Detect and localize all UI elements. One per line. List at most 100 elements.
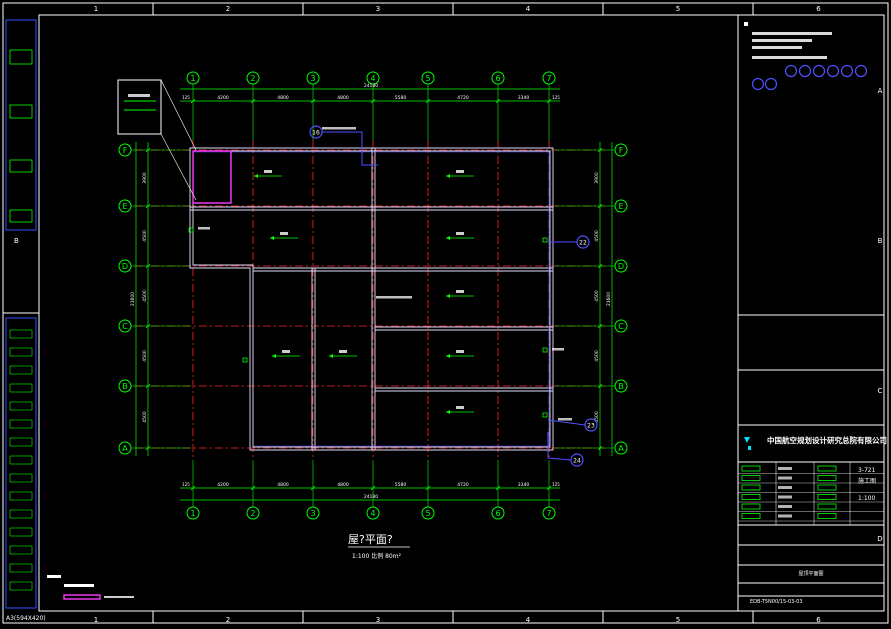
dimension-label: 4800 <box>337 482 349 488</box>
note-reference-icon <box>784 64 798 78</box>
highlighted-room-outline <box>192 150 232 204</box>
top-zone-label: 6 <box>816 5 821 13</box>
dimension-label: 4500 <box>594 230 600 242</box>
dimension-total: 24180 <box>364 83 378 89</box>
project-number: 3-721 <box>858 467 876 474</box>
dimension-label: 4500 <box>142 290 148 302</box>
dimension-label: 5580 <box>395 482 407 488</box>
dimension-label: 3340 <box>518 95 530 101</box>
dimension-label: 3900 <box>594 172 600 184</box>
grid-label-x: 1 <box>190 74 195 83</box>
top-zone-label: 3 <box>376 5 380 13</box>
top-zone-label: 2 <box>226 5 230 13</box>
roof-drain-icon <box>542 412 548 418</box>
company-logo-icon <box>744 437 751 450</box>
grid-label-y: B <box>618 382 624 391</box>
dimension-label: 4500 <box>594 290 600 302</box>
plan-title: 屋?平面? <box>348 533 393 546</box>
slope-arrow-icon <box>270 236 274 240</box>
grid-label-x: 3 <box>310 509 315 518</box>
grid-label-y: A <box>122 444 128 453</box>
drawing-number: EDB-T5N00/15-03-03 <box>750 599 803 605</box>
left-zone-label: B <box>14 237 19 245</box>
callout-number: 23 <box>587 423 595 430</box>
note-reference-icon <box>812 64 826 78</box>
bottom-zone-label: 4 <box>526 616 531 624</box>
grid-label-y: B <box>122 382 128 391</box>
inner-frame <box>38 14 885 612</box>
dimension-label: 4200 <box>217 482 229 488</box>
roof-drain-icon <box>542 237 548 243</box>
dimension-label: 4720 <box>457 95 469 101</box>
note-reference-icon <box>751 77 765 91</box>
grid-label-x: 2 <box>250 74 255 83</box>
slope-arrow-icon <box>254 174 258 178</box>
top-zone-label: 5 <box>676 5 680 13</box>
dimension-label: 3340 <box>518 482 530 488</box>
right-zone-label: D <box>877 535 882 543</box>
slope-arrow-icon <box>446 236 450 240</box>
dimension-label: 3900 <box>142 172 148 184</box>
note-reference-icon <box>764 77 778 91</box>
roof-outline <box>189 147 554 451</box>
dimension-label: 125 <box>182 482 190 487</box>
drawing-scale: 1:100 <box>858 495 875 502</box>
grid-label-y: F <box>619 146 624 155</box>
dimension-label: 125 <box>182 95 190 100</box>
dimension-label: 125 <box>552 95 560 100</box>
top-zone-label: 4 <box>526 5 531 13</box>
bottom-zone-label: 5 <box>676 616 680 624</box>
grid-label-x: 4 <box>370 509 375 518</box>
bottom-zone-label: 1 <box>94 616 98 624</box>
plan-subtitle: 1:100 比例 80m² <box>352 552 402 560</box>
grid-label-x: 4 <box>370 74 375 83</box>
sheet-size-label: A3(594X420) <box>6 615 46 622</box>
grid-label-y: D <box>122 262 128 271</box>
grid-label-x: 5 <box>425 509 430 518</box>
grid-label-x: 2 <box>250 509 255 518</box>
callout-number: 24 <box>573 458 581 465</box>
roof-drain-icon <box>242 357 248 363</box>
grid-label-y: C <box>618 322 624 331</box>
dimension-label: 4500 <box>594 350 600 362</box>
grid-label-x: 3 <box>310 74 315 83</box>
dimension-label: 4500 <box>142 350 148 362</box>
dimension-total: 21600 <box>606 292 612 306</box>
slope-arrow-icon <box>329 354 333 358</box>
legend <box>47 575 134 600</box>
dimension-total: 24180 <box>364 494 378 500</box>
left-binding-strip: B <box>3 15 40 611</box>
dimension-label: 4500 <box>142 411 148 423</box>
top-zone-label: 1 <box>94 5 98 13</box>
right-zone-label: C <box>878 387 883 395</box>
right-zone-label: A <box>878 87 883 95</box>
legend-highlight-swatch <box>63 594 101 600</box>
dimension-label: 4800 <box>277 95 289 101</box>
note-reference-icon <box>798 64 812 78</box>
slope-arrow-icon <box>446 174 450 178</box>
drawing-name: 屋顶平面图 <box>798 571 823 577</box>
slope-arrow-icon <box>446 294 450 298</box>
dimension-label: 125 <box>552 482 560 487</box>
note-reference-icon <box>840 64 854 78</box>
grid-label-y: C <box>122 322 128 331</box>
dimension-label: 4800 <box>277 482 289 488</box>
grid-label-y: E <box>618 202 623 211</box>
bottom-zone-label: 3 <box>376 616 380 624</box>
dimension-label: 4500 <box>594 411 600 423</box>
grid-label-y: E <box>122 202 127 211</box>
company-name: 中国航空规划设计研究总院有限公司 <box>767 435 887 445</box>
right-zone-label: B <box>878 237 883 245</box>
roof-drain-icon <box>542 347 548 353</box>
dimension-total: 21600 <box>130 292 136 306</box>
grid-label-x: 7 <box>546 509 551 518</box>
grid-label-x: 6 <box>495 74 500 83</box>
grid-label-y: D <box>618 262 624 271</box>
detail-inset <box>117 79 197 201</box>
notes-area <box>744 22 868 91</box>
title-block: 中国航空规划设计研究总院有限公司 3-721 施工图 1:100 屋顶平面图 E… <box>737 15 887 611</box>
note-reference-icon <box>826 64 840 78</box>
bottom-zone-label: 2 <box>226 616 230 624</box>
right-zone-labels: A B C D <box>877 87 882 543</box>
